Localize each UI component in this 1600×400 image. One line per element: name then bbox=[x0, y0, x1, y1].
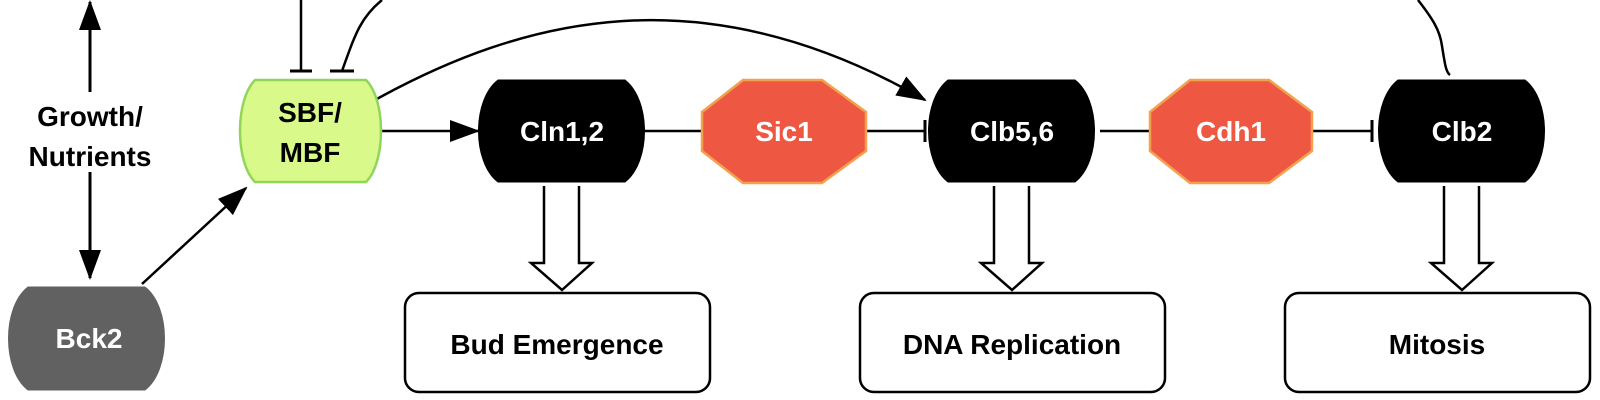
bud-emergence-box: Bud Emergence bbox=[403, 291, 712, 394]
bck2-node: Bck2 bbox=[8, 286, 165, 391]
cln-inhibits-sic1 bbox=[645, 120, 705, 142]
svg-text:Cln1,2: Cln1,2 bbox=[520, 116, 604, 147]
sic1-inhibits-clb56 bbox=[866, 120, 927, 142]
dna-replication-box: DNA Replication bbox=[858, 291, 1167, 394]
svg-text:Clb2: Clb2 bbox=[1432, 116, 1493, 147]
svg-text:DNA Replication: DNA Replication bbox=[903, 329, 1121, 360]
clb2-to-mitosis-hollow-arrow bbox=[1427, 186, 1496, 292]
cln12-node: Cln1,2 bbox=[478, 79, 645, 183]
sic1-node: Sic1 bbox=[700, 78, 868, 185]
cln-to-bud-hollow-arrow bbox=[527, 186, 596, 292]
clb56-node: Clb5,6 bbox=[928, 79, 1095, 183]
svg-text:Bck2: Bck2 bbox=[56, 323, 123, 354]
svg-text:Nutrients: Nutrients bbox=[29, 141, 152, 172]
clb2-feedback-curve bbox=[1417, 0, 1451, 76]
clb56-inhibits-cdh1 bbox=[1100, 120, 1154, 142]
clb2-node: Clb2 bbox=[1378, 79, 1545, 183]
svg-text:Bud Emergence: Bud Emergence bbox=[450, 329, 663, 360]
svg-text:Mitosis: Mitosis bbox=[1389, 329, 1485, 360]
svg-text:Cdh1: Cdh1 bbox=[1196, 116, 1266, 147]
bck2-to-sbf-arrow bbox=[141, 186, 248, 285]
cdh1-inhibits-clb2 bbox=[1312, 120, 1374, 142]
svg-text:Clb5,6: Clb5,6 bbox=[970, 116, 1054, 147]
svg-text:SBF/: SBF/ bbox=[278, 97, 342, 128]
svg-text:Growth/: Growth/ bbox=[37, 101, 143, 132]
svg-text:Sic1: Sic1 bbox=[755, 116, 813, 147]
mitosis-box: Mitosis bbox=[1283, 291, 1592, 394]
cdh1-node: Cdh1 bbox=[1148, 78, 1314, 185]
sbf-to-clb56-arrow bbox=[374, 18, 927, 102]
sbf-mbf-node: SBF/ MBF bbox=[238, 78, 383, 184]
curved-inhibition-to-sbf bbox=[330, 0, 383, 73]
clb56-to-dna-hollow-arrow bbox=[977, 186, 1046, 292]
top-inhibition-to-sbf bbox=[290, 0, 312, 73]
growth-nutrients-label: Growth/ Nutrients bbox=[29, 101, 152, 172]
svg-text:MBF: MBF bbox=[280, 137, 341, 168]
